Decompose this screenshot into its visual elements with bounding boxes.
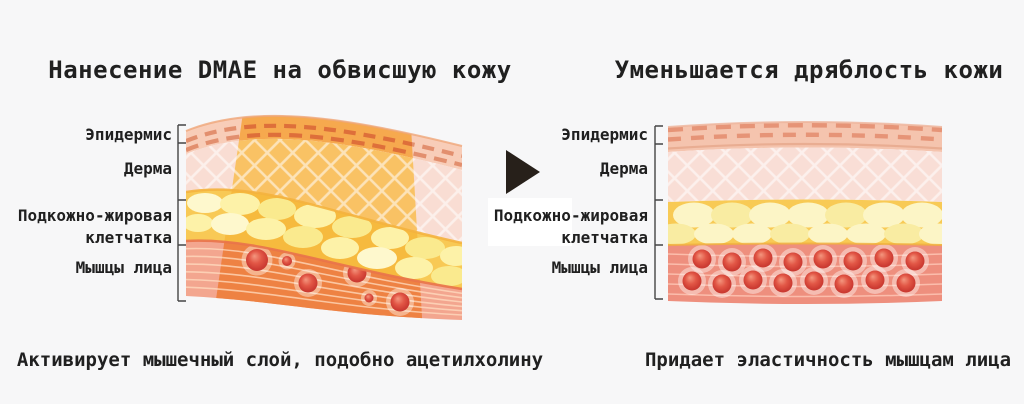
label-derma-right: Дерма — [599, 159, 648, 178]
right-title: Уменьшается дряблость кожи — [614, 56, 1004, 84]
derma-layer-right — [668, 147, 942, 202]
arrow-right-icon — [506, 150, 540, 194]
label-epidermis-right: Эпидермис — [561, 125, 648, 144]
label-fat-left: Подкожно-жировая клетчатка — [17, 206, 172, 247]
left-caption: Активирует мышечный слой, подобно ацетил… — [16, 349, 544, 371]
label-fat-right: Подкожно-жировая клетчатка — [493, 206, 648, 247]
fat-cells-left — [186, 193, 462, 286]
label-muscle-right: Мышцы лица — [551, 258, 648, 277]
left-diagram — [185, 114, 463, 320]
capillaries-right — [678, 244, 929, 298]
left-title: Нанесение DMAE на обвисшую кожу — [48, 56, 512, 84]
left-label-column: Эпидермис Дерма Подкожно-жировая клетчат… — [0, 0, 172, 404]
right-label-column: Эпидермис Дерма Подкожно-жировая клетчат… — [476, 0, 648, 404]
muscle-layer-right — [668, 243, 942, 304]
right-caption: Придает эластичность мышцам лица — [644, 349, 1012, 371]
label-muscle-left: Мышцы лица — [75, 258, 172, 277]
layer-bracket-right — [654, 125, 663, 300]
fat-layer-right — [668, 199, 942, 245]
label-background-box — [488, 198, 572, 246]
layer-bracket-left — [177, 124, 186, 302]
epidermis-layer-right — [668, 122, 942, 152]
right-diagram — [667, 121, 943, 304]
label-epidermis-left: Эпидермис — [85, 125, 172, 144]
fat-cells-right — [668, 202, 942, 245]
label-derma-left: Дерма — [123, 159, 172, 178]
